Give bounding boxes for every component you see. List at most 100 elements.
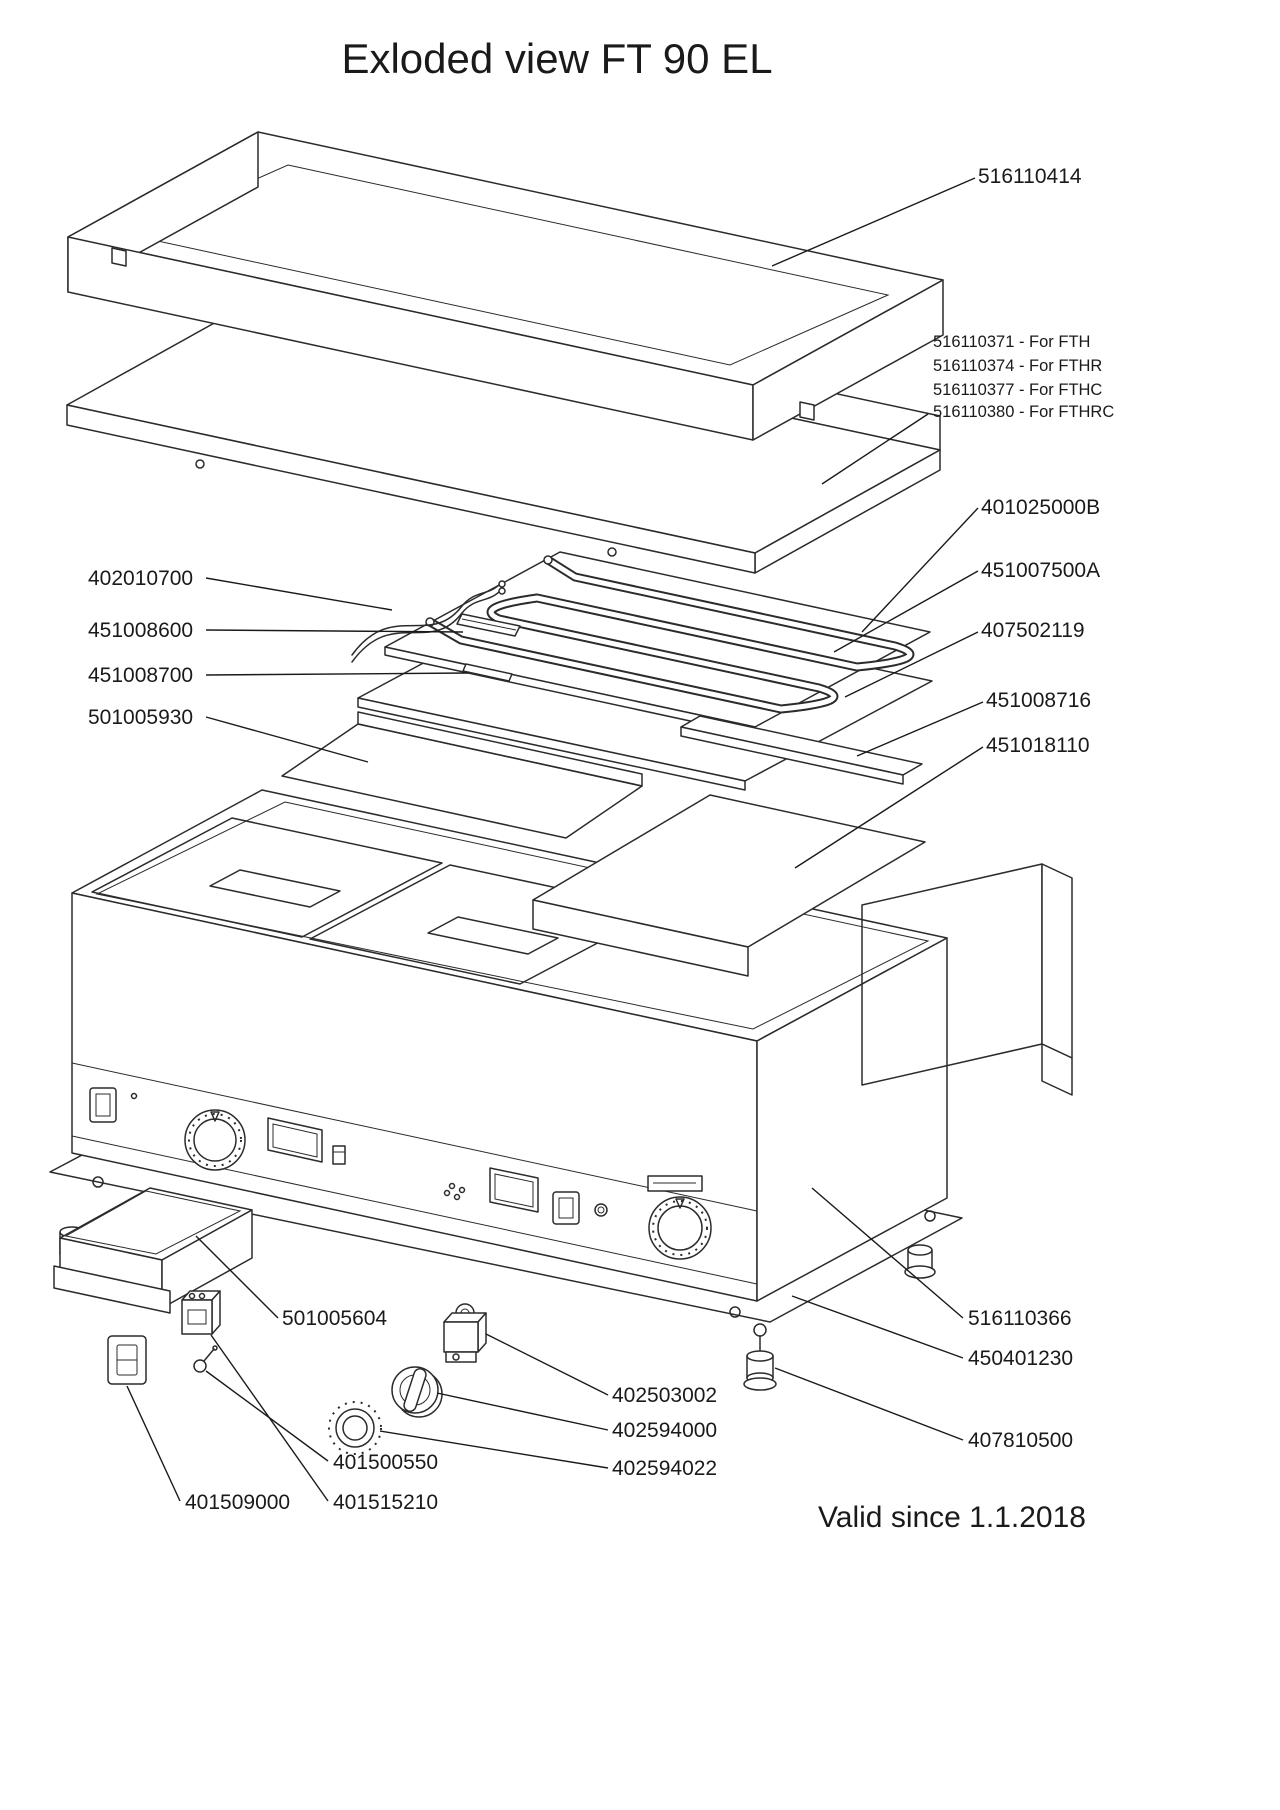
leader-401025000B	[861, 507, 979, 633]
leader-451008716	[856, 701, 984, 757]
panel-dot	[443, 1189, 451, 1197]
main-switch-drawing	[107, 1335, 147, 1385]
leader-451008600	[205, 629, 464, 633]
validity-note: Valid since 1.1.2018	[818, 1501, 1086, 1534]
side-vent-flange	[1041, 863, 1073, 1059]
leader-501005604	[195, 1235, 279, 1319]
foot-right-drawing	[904, 1244, 936, 1279]
support-strip-drawing	[680, 715, 923, 785]
part-label-501005930: 501005930	[88, 706, 193, 729]
part-label-516110414: 516110414	[978, 165, 1082, 188]
well-right-cover-plate	[427, 916, 559, 955]
element-terminal	[543, 555, 553, 565]
heating-element-coil-highlight	[427, 557, 913, 712]
panel-seam-top	[71, 1062, 758, 1212]
top-cover-drawing	[67, 131, 944, 441]
cover-clip-left	[111, 247, 127, 267]
panel-dot	[453, 1193, 461, 1201]
housing-drawing	[71, 789, 948, 1302]
strip-lower-body	[462, 663, 513, 682]
leader-451018110	[794, 746, 984, 869]
part-label-407502119: 407502119	[981, 619, 1085, 642]
panel-seam-bottom	[71, 1135, 758, 1285]
leader-griddle-variants	[821, 413, 929, 485]
panel-connector	[332, 1145, 346, 1165]
part-label-401515210: 401515210	[333, 1491, 438, 1514]
strip-upper-drawing	[456, 613, 521, 637]
thermostat-tab-hole	[452, 1353, 460, 1361]
thermostat-drawing	[443, 1303, 487, 1363]
panel-window-right	[489, 1167, 539, 1213]
leader-450401230	[791, 1295, 964, 1359]
griddle-peg	[607, 547, 617, 557]
thermostat-front	[443, 1321, 479, 1353]
regulator-terminal	[198, 1292, 206, 1300]
foot-bolt-head	[753, 1323, 767, 1337]
part-label-516110366: 516110366	[968, 1307, 1072, 1330]
rocker-switch-right	[552, 1191, 580, 1225]
knob-bezel-drawing	[328, 1401, 382, 1455]
part-label-501005604: 501005604	[282, 1307, 387, 1330]
base-mounting-hole	[924, 1210, 936, 1222]
foot-base	[743, 1377, 777, 1391]
part-label-516110371: 516110371 - For FTH	[933, 333, 1090, 351]
lamp-body	[193, 1359, 207, 1373]
base-mounting-hole	[729, 1306, 741, 1318]
leader-402594022	[379, 1430, 609, 1469]
cover-clip-right	[799, 401, 815, 421]
leader-401515210	[210, 1334, 329, 1502]
leader-402594000	[436, 1392, 609, 1431]
part-label-451018110: 451018110	[986, 734, 1090, 757]
rear-bracket-drawing	[532, 794, 926, 977]
panel-knob-right-scale	[652, 1200, 708, 1256]
part-label-451008600: 451008600	[88, 619, 193, 642]
panel-window-left-inner	[272, 1123, 318, 1158]
part-label-401025000B: 401025000B	[981, 496, 1100, 519]
vent-grid-fins	[281, 723, 643, 839]
base-mounting-hole	[92, 1176, 104, 1188]
drawer-front-lip	[53, 1265, 171, 1314]
heating-element-drawing	[425, 555, 915, 714]
part-labels: 516110414 516110371 - For FTH 516110374 …	[88, 165, 1114, 1514]
rocker-switch-left	[89, 1087, 117, 1123]
housing-right-face	[756, 937, 948, 1302]
well-left-cover-plate	[209, 869, 341, 908]
wire	[351, 590, 501, 663]
foot-top	[746, 1350, 774, 1362]
panel-dot	[458, 1186, 466, 1194]
side-vent-panel-drawing	[861, 863, 1073, 1096]
part-label-516110377: 516110377 - For FTHC	[933, 381, 1102, 399]
bezel-outer	[335, 1408, 375, 1448]
griddle-front-edge	[66, 404, 756, 574]
panel-dot	[448, 1182, 456, 1190]
panel-knob-right-cap	[657, 1205, 703, 1251]
panel-indicator-lamp	[594, 1203, 608, 1217]
thermostat-tab	[445, 1351, 477, 1363]
leader-407502119	[844, 631, 979, 698]
energy-regulator-drawing	[181, 1290, 221, 1335]
part-label-451008700: 451008700	[88, 664, 193, 687]
panel-knob-left-marker	[210, 1111, 220, 1122]
control-knob-drawing	[391, 1366, 443, 1418]
part-label-402503002: 402503002	[612, 1384, 717, 1407]
part-label-402010700: 402010700	[88, 567, 193, 590]
leader-451008700	[205, 672, 469, 676]
panel-knob-left-scale	[188, 1113, 242, 1167]
signal-lamp-drawing	[193, 1345, 218, 1373]
leader-407810500	[774, 1367, 964, 1441]
adjustable-foot-drawing	[743, 1323, 777, 1391]
page-title: Exloded view FT 90 EL	[341, 35, 772, 82]
lamp-stem	[203, 1348, 215, 1362]
leader-402010700	[205, 577, 393, 611]
panel-knob-left-cap	[193, 1118, 237, 1162]
part-label-516110380: 516110380 - For FTHRC	[933, 403, 1114, 421]
rocker-switch-left-key	[95, 1093, 111, 1117]
side-vent-tab	[1041, 1043, 1073, 1096]
panel-knob-right-marker	[675, 1198, 685, 1209]
leader-401509000	[126, 1385, 181, 1502]
rocker-switch-right-key	[558, 1197, 574, 1219]
regulator-front	[181, 1299, 213, 1335]
wire-terminal	[498, 587, 506, 595]
